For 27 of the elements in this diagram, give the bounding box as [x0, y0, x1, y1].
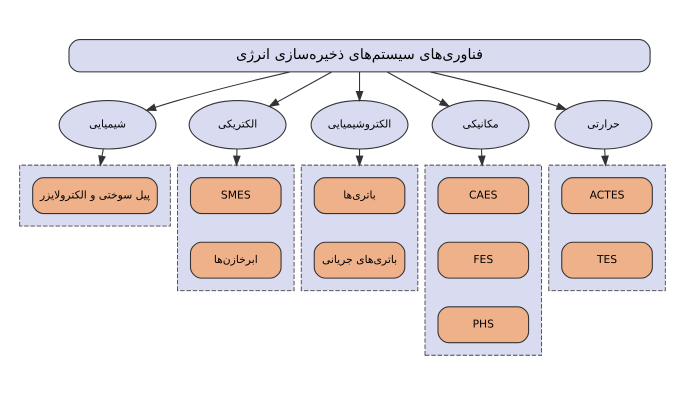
- arrow: [145, 70, 290, 110]
- arrow: [601, 148, 609, 166]
- node-ellipse: الکتروشیمیایی: [310, 100, 408, 150]
- node-box: ابرخازن‌ها: [190, 241, 282, 278]
- node-box: باتری‌های جریانی: [314, 241, 406, 278]
- cluster: [300, 164, 418, 291]
- arrow: [386, 70, 450, 107]
- cluster: [424, 164, 542, 356]
- node-ellipse: مکانیکی: [432, 100, 530, 150]
- node-box: باتری‌ها: [314, 176, 406, 214]
- node-ellipse: الکتریکی: [188, 100, 287, 150]
- node-box: SMES: [190, 176, 282, 214]
- node-box: TES: [561, 241, 653, 278]
- arrow: [478, 148, 486, 166]
- cluster: [19, 164, 171, 226]
- node-box: FES: [437, 241, 530, 278]
- arrow: [268, 70, 332, 107]
- node-box: فناوری‌های سیستم‌های ذخیره‌سازی انرژی: [68, 38, 651, 72]
- arrow: [98, 148, 106, 166]
- node-box: CAES: [437, 176, 530, 214]
- cluster: [177, 164, 295, 291]
- cluster: [548, 164, 666, 291]
- node-box: پیل سوختی و الکترولایزر: [32, 176, 158, 214]
- node-box: ACTES: [561, 176, 653, 214]
- arrow: [356, 71, 364, 102]
- node-box: PHS: [437, 306, 530, 343]
- arrow: [430, 70, 568, 110]
